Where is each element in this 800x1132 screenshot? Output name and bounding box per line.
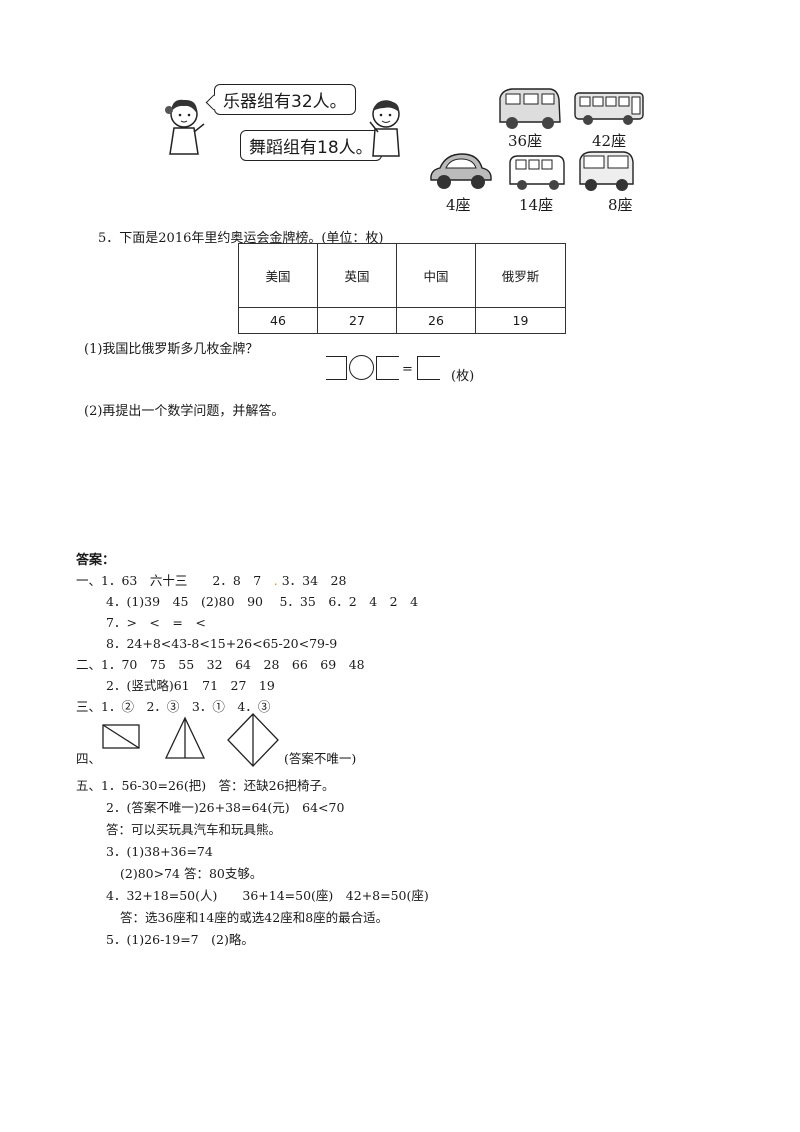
answer-text: 1．② 2．③ 3．① 4．③ [101,699,271,714]
answer-line: 答：选36座和14座的或选42座和8座的最合适。 [120,910,389,925]
table-header-usa: 美国 [238,243,318,308]
answer-text: 1．63 六十三 2．8 7 [101,573,274,588]
answer-line: 5．(1)26-19=7 (2)略。 [106,932,254,947]
bus-icon [572,88,646,132]
minibus-icon [494,84,564,136]
answer-line: 2．(竖式略)61 71 27 19 [106,678,275,693]
table-value-usa: 46 [238,307,318,334]
answer-box-3[interactable] [417,356,440,380]
answer-prefix: 一、 [76,573,102,588]
answer-line: 二、1．70 75 55 32 64 28 66 69 48 [76,654,365,673]
seat-label-14: 14座 [519,196,554,214]
triangle-divided-icon [164,716,206,764]
answer-line: 4．32+18=50(人) 36+14=50(座) 42+8=50(座) [106,888,429,903]
diamond-divided-icon [226,712,280,772]
table-header-china: 中国 [396,243,476,308]
question5-title: 5．下面是2016年里约奥运会金牌榜。(单位：枚) [98,231,384,246]
table-value-russia: 19 [475,307,566,334]
seat-label-36: 36座 [508,132,543,150]
van-icon [576,148,636,198]
answer-line: 答：可以买玩具汽车和玩具熊。 [106,822,282,837]
answer-prefix: 四、 [76,751,102,766]
operator-circle[interactable] [349,355,374,380]
answer-line: 7．> < = < [106,615,206,630]
answer-prefix: 二、 [76,657,102,672]
bubble-text-music: 乐器组有32人。 [223,92,347,112]
bubble-text-dance: 舞蹈组有18人。 [249,138,373,158]
answer-line: 3．(1)38+36=74 [106,844,213,859]
answer-line: 三、1．② 2．③ 3．① 4．③ [76,696,270,715]
answer-line: 4．(1)39 45 (2)80 90 5．35 6．2 4 2 4 [106,594,419,609]
boy-icon [364,96,408,162]
answer-box-2[interactable] [376,356,399,380]
medal-table: 美国 英国 中国 俄罗斯 46 27 26 19 [238,243,566,334]
answer-line: 五、1．56-30=26(把) 答：还缺26把椅子。 [76,775,335,794]
unit-label: (枚) [451,369,475,384]
answer-line: 2．(答案不唯一)26+38=64(元) 64<70 [106,800,345,815]
seat-label-42: 42座 [592,132,627,150]
seat-label-8: 8座 [608,196,633,214]
seat-label-4: 4座 [446,196,471,214]
answer-prefix: 五、 [76,778,102,793]
table-header-uk: 英国 [317,243,397,308]
answer-text: 1．70 75 55 32 64 28 66 69 48 [101,657,365,672]
equals-sign: = [402,362,413,377]
girl-icon [162,96,208,160]
answers-heading: 答案： [76,553,116,568]
small-bus-icon [506,152,568,198]
answer-text: 1．56-30=26(把) 答：还缺26把椅子。 [101,778,335,793]
car-icon [428,150,494,198]
table-header-russia: 俄罗斯 [475,243,566,308]
answer-line: (2)80>74 答：80支够。 [120,866,263,881]
speech-bubble-dance: 舞蹈组有18人。 [240,130,390,161]
table-value-uk: 27 [317,307,397,334]
answer-line: 8．24+8<43-8<15+26<65-20<79-9 [106,636,338,651]
answer-box-1[interactable] [326,356,347,380]
answer-dot: . [273,573,278,588]
speech-bubble-music: 乐器组有32人。 [205,84,356,115]
answer-line: 一、1．63 六十三 2．8 7 . 3．34 28 [76,570,346,589]
answer-note: (答案不唯一) [284,751,357,766]
question5-part1: (1)我国比俄罗斯多几枚金牌？ [84,342,259,357]
table-value-china: 26 [396,307,476,334]
question5-part2: (2)再提出一个数学问题，并解答。 [84,404,285,419]
rectangle-diagonal-icon [102,724,140,754]
answer-text-2: 3．34 28 [277,573,347,588]
answer-prefix: 三、 [76,699,102,714]
